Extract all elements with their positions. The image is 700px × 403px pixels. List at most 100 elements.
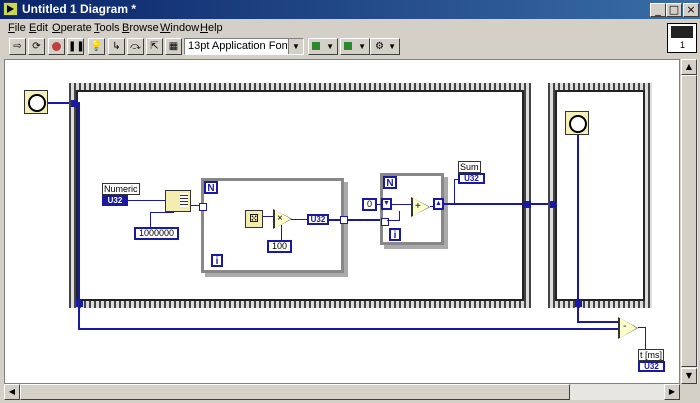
- scroll-down-button[interactable]: ▼: [681, 368, 697, 384]
- menu-browse[interactable]: Browse: [122, 22, 159, 34]
- font-selector[interactable]: 13pt Application Font ▼: [184, 38, 304, 55]
- vertical-scroll-thumb[interactable]: [681, 75, 697, 367]
- menu-file[interactable]: File: [8, 22, 26, 34]
- sum-label[interactable]: Sum: [458, 161, 481, 173]
- horizontal-scrollbar[interactable]: ◀ ▶: [4, 384, 680, 400]
- initialize-array-node[interactable]: [165, 190, 191, 212]
- sequence-frame-2-body: [555, 90, 645, 301]
- scroll-right-button[interactable]: ▶: [664, 384, 680, 400]
- highlight-execution-icon[interactable]: 💡: [88, 38, 105, 55]
- warning-icon[interactable]: ▦: [165, 38, 182, 55]
- wire[interactable]: [430, 206, 434, 207]
- wire[interactable]: [291, 219, 307, 220]
- tick-count-icon-2[interactable]: [565, 111, 589, 135]
- add-symbol: +: [415, 201, 421, 212]
- scroll-corner: [681, 384, 698, 400]
- font-selector-value: 13pt Application Font: [188, 40, 291, 52]
- wire[interactable]: [375, 204, 381, 205]
- loop-iteration-terminal-2[interactable]: i: [389, 228, 401, 241]
- chevron-down-icon: ▼: [288, 39, 303, 54]
- random-number-icon[interactable]: ⚄: [245, 210, 263, 228]
- multiply-node-fill: [275, 210, 291, 228]
- for-loop-1[interactable]: [201, 178, 344, 273]
- shift-register-left[interactable]: ▼: [381, 198, 392, 210]
- step-out-icon[interactable]: ⇱: [146, 38, 163, 55]
- wire[interactable]: [78, 304, 80, 329]
- loop-tunnel: [199, 203, 207, 211]
- tunnel: [524, 201, 531, 208]
- menu-edit[interactable]: Edit: [29, 22, 48, 34]
- run-continuous-icon[interactable]: ⟳: [28, 38, 45, 55]
- align-objects-icon[interactable]: ▼: [308, 38, 338, 55]
- wire[interactable]: [577, 321, 620, 323]
- shift-register-right[interactable]: ▲: [433, 198, 444, 210]
- window-title: Untitled 1 Diagram *: [22, 2, 137, 16]
- wire[interactable]: [638, 327, 646, 328]
- wire[interactable]: [399, 211, 400, 221]
- time-indicator[interactable]: U32: [638, 361, 665, 372]
- loop-input-tunnel: [381, 218, 389, 226]
- numeric-label[interactable]: Numeric: [102, 183, 140, 195]
- numeric-terminal[interactable]: U32: [102, 195, 128, 206]
- wire[interactable]: [387, 220, 399, 221]
- step-into-icon[interactable]: ↳: [108, 38, 125, 55]
- run-arrow-icon[interactable]: ⇨: [9, 38, 26, 55]
- wire[interactable]: [78, 102, 80, 304]
- add-node[interactable]: [413, 198, 429, 216]
- tunnel: [71, 100, 78, 107]
- vi-icon[interactable]: 1: [667, 23, 697, 53]
- wire[interactable]: [645, 327, 646, 357]
- minimize-button[interactable]: _: [650, 3, 666, 17]
- wire[interactable]: [78, 328, 620, 330]
- menu-tools[interactable]: Tools: [94, 22, 120, 34]
- vi-icon-number: 1: [680, 40, 686, 50]
- multiply-symbol: ×: [277, 213, 283, 224]
- reorder-icon[interactable]: ⚙▼: [370, 38, 400, 55]
- sum-indicator[interactable]: U32: [458, 173, 485, 184]
- wire[interactable]: [444, 203, 525, 205]
- wire[interactable]: [150, 212, 174, 213]
- wire[interactable]: [128, 200, 165, 201]
- wire[interactable]: [48, 102, 75, 104]
- wire[interactable]: [577, 307, 579, 322]
- menu-window[interactable]: Window: [160, 22, 200, 34]
- maximize-button[interactable]: □: [666, 3, 682, 17]
- constant-1000000[interactable]: 1000000: [134, 227, 180, 240]
- tunnel: [575, 300, 582, 307]
- wire[interactable]: [392, 204, 412, 205]
- menu-help[interactable]: Help: [200, 22, 223, 34]
- abort-icon[interactable]: [48, 38, 65, 55]
- vertical-scrollbar[interactable]: ▲ ▼: [681, 59, 698, 384]
- loop-iteration-terminal[interactable]: i: [211, 254, 223, 267]
- scroll-up-button[interactable]: ▲: [681, 59, 697, 75]
- step-over-icon[interactable]: ⤼: [127, 38, 144, 55]
- wire[interactable]: [454, 179, 455, 203]
- close-button[interactable]: ×: [683, 3, 699, 17]
- time-label[interactable]: t [ms]: [638, 349, 664, 361]
- distribute-objects-icon[interactable]: ▼: [340, 38, 370, 55]
- wire[interactable]: [329, 219, 389, 221]
- subtract-symbol: -: [623, 321, 627, 332]
- wire[interactable]: [530, 203, 552, 205]
- toolbar: ⇨ ⟳ ❚❚ 💡 ↳ ⤼ ⇱ ▦ 13pt Application Font ▼…: [0, 37, 660, 57]
- pause-icon[interactable]: ❚❚: [67, 38, 85, 55]
- tunnel: [550, 201, 557, 208]
- labview-app-icon[interactable]: [3, 2, 18, 16]
- block-diagram-canvas[interactable]: Numeric U32 1000000 N i ⚄ × U32 100 N i …: [4, 59, 680, 384]
- tick-count-icon[interactable]: [24, 90, 48, 114]
- wire[interactable]: [263, 216, 275, 217]
- wire[interactable]: [150, 212, 151, 228]
- scroll-left-button[interactable]: ◀: [4, 384, 20, 400]
- wire[interactable]: [577, 135, 579, 302]
- loop-count-terminal[interactable]: N: [204, 181, 218, 194]
- loop-count-terminal-2[interactable]: N: [383, 176, 397, 189]
- wire[interactable]: [191, 205, 201, 206]
- horizontal-scroll-thumb[interactable]: [20, 384, 570, 400]
- wire[interactable]: [454, 179, 459, 180]
- constant-100[interactable]: 100: [267, 240, 293, 253]
- subtract-node[interactable]: [620, 318, 637, 338]
- wire[interactable]: [281, 225, 282, 241]
- to-u32-node[interactable]: U32: [307, 214, 329, 225]
- title-bar[interactable]: Untitled 1 Diagram * _ □ ×: [0, 0, 700, 19]
- menu-operate[interactable]: Operate: [52, 22, 92, 34]
